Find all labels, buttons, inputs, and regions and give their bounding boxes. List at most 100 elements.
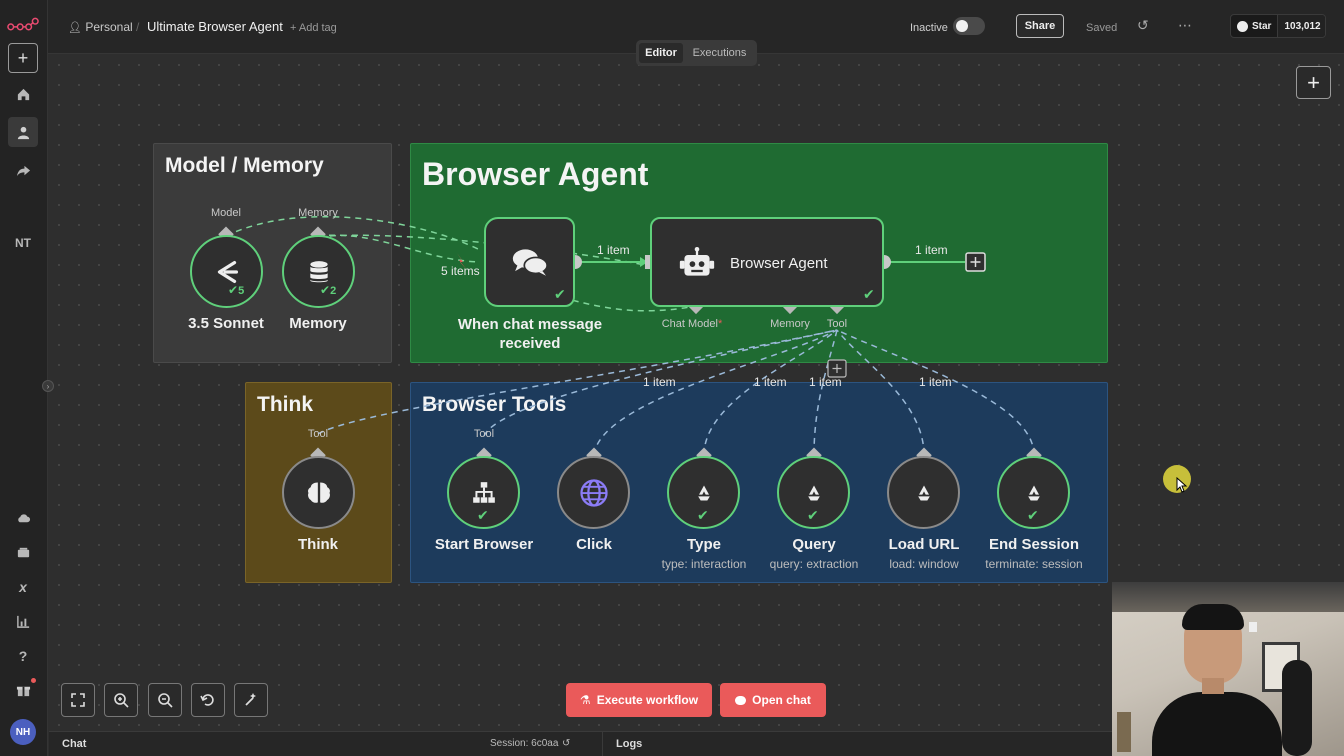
cloud-button[interactable] — [8, 503, 38, 533]
n8n-logo[interactable] — [6, 10, 40, 40]
robot-icon — [679, 247, 715, 276]
reset-zoom-button[interactable] — [191, 683, 225, 717]
success-check-icon: ✔ — [697, 507, 709, 523]
open-chat-button[interactable]: Open chat — [720, 683, 826, 717]
github-icon — [1237, 20, 1248, 32]
flask-icon: ⚗︎ — [579, 693, 591, 707]
webcam-person-body — [1152, 692, 1282, 756]
node-label: Think — [298, 536, 338, 553]
avatar[interactable]: NH — [10, 719, 36, 745]
project-nt[interactable]: NT — [15, 236, 31, 250]
node-label: 3.5 Sonnet — [188, 315, 264, 332]
open-chat-label: Open chat — [752, 693, 811, 707]
node-label: Memory — [289, 315, 347, 332]
port-label-memory: Memory — [298, 207, 338, 219]
node-chat-trigger[interactable]: ✔ — [484, 217, 575, 307]
webcam-person-hair — [1182, 604, 1244, 630]
home-icon — [17, 88, 29, 100]
add-tag-link[interactable]: + Add tag — [290, 22, 337, 34]
group-title: Browser Tools — [422, 393, 567, 416]
node-load-url[interactable] — [887, 456, 960, 529]
tidy-up-button[interactable] — [234, 683, 268, 717]
port-label-model: Model — [211, 207, 241, 219]
shared-button[interactable] — [8, 155, 38, 185]
webcam-overlay — [1112, 582, 1344, 756]
success-check-icon: ✔ — [807, 507, 819, 523]
github-star-button[interactable]: Star 103,012 — [1230, 14, 1326, 38]
group-title: Browser Agent — [422, 156, 649, 192]
node-label: End Session — [988, 536, 1080, 553]
node-subtitle: type: interaction — [661, 557, 747, 571]
node-browser-agent[interactable]: Browser Agent ✔ — [650, 217, 884, 307]
chart-icon — [16, 615, 29, 628]
zoom-out-icon — [158, 693, 173, 708]
port-label-memory: Memory — [770, 318, 810, 330]
fullscreen-icon — [71, 693, 85, 707]
variable-icon: x — [19, 579, 27, 595]
node-3-5-sonnet[interactable]: ✔5 — [190, 235, 263, 308]
n8n-logo-icon — [7, 17, 39, 31]
port-label-chat-model: Chat Model* — [661, 318, 723, 330]
personal-button[interactable] — [8, 117, 38, 147]
globe-icon — [579, 478, 608, 507]
add-workflow-button[interactable]: + — [8, 43, 38, 73]
database-icon — [309, 260, 328, 282]
fit-view-button[interactable] — [61, 683, 95, 717]
edge-label: 1 item — [754, 375, 787, 389]
recycle-icon — [807, 485, 820, 500]
history-icon[interactable]: ↺ — [1137, 17, 1149, 33]
share-button[interactable]: Share — [1016, 14, 1064, 38]
more-options-icon[interactable]: ⋯ — [1178, 17, 1192, 33]
help-button[interactable]: ? — [8, 641, 38, 671]
add-node-button[interactable]: + — [1296, 66, 1331, 99]
expand-sidebar-button[interactable]: › — [42, 380, 54, 392]
zoom-out-button[interactable] — [148, 683, 182, 717]
logs-panel-tab[interactable]: Logs — [616, 738, 643, 750]
success-check-icon: ✔ — [554, 286, 566, 302]
edge-label: 1 item — [597, 243, 630, 257]
success-check-icon: ✔5 — [228, 283, 245, 297]
active-toggle[interactable] — [953, 17, 985, 35]
webcam-microphone — [1282, 660, 1312, 756]
node-click[interactable] — [557, 456, 630, 529]
node-query[interactable]: ✔ — [777, 456, 850, 529]
node-end-session[interactable]: ✔ — [997, 456, 1070, 529]
chat-panel-tab[interactable]: Chat — [62, 738, 87, 750]
node-subtitle: load: window — [889, 557, 959, 571]
undo-icon — [200, 694, 214, 706]
edge-label: 1 item — [643, 375, 676, 389]
webcam-wall-object — [1249, 622, 1257, 632]
group-title: Model / Memory — [165, 154, 324, 177]
session-id: Session: 6c0aa — [490, 738, 559, 749]
breadcrumb-project[interactable]: 👤︎ Personal — [68, 20, 133, 35]
whats-new-button[interactable] — [8, 675, 38, 705]
notification-dot — [31, 678, 36, 683]
workflow-name[interactable]: Ultimate Browser Agent — [147, 19, 283, 34]
webcam-person-neck — [1202, 678, 1224, 694]
edge-label: 1 item — [809, 375, 842, 389]
chat-icon — [735, 695, 747, 705]
templates-button[interactable] — [8, 537, 38, 567]
variables-button[interactable]: x — [8, 572, 38, 602]
webcam-lamp — [1117, 712, 1131, 752]
group-model-memory[interactable]: Model / Memory — [153, 143, 392, 363]
tab-editor[interactable]: Editor — [639, 43, 683, 63]
insights-button[interactable] — [8, 606, 38, 636]
breadcrumb-separator: / — [136, 20, 140, 34]
brain-icon — [307, 482, 330, 503]
node-type[interactable]: ✔ — [667, 456, 740, 529]
node-label: Load URL — [888, 536, 960, 553]
status-label: Inactive — [910, 22, 948, 34]
reset-session-icon[interactable]: ↺ — [562, 738, 571, 749]
port-label-tool: Tool — [307, 428, 329, 440]
zoom-in-button[interactable] — [104, 683, 138, 717]
user-icon — [17, 126, 29, 139]
execute-workflow-button[interactable]: ⚗︎ Execute workflow — [566, 683, 712, 717]
node-think[interactable] — [282, 456, 355, 529]
node-start-browser[interactable]: ✔ — [447, 456, 520, 529]
tab-executions[interactable]: Executions — [692, 47, 747, 59]
box-icon — [17, 547, 29, 557]
node-label: Click — [576, 536, 612, 553]
home-button[interactable] — [8, 79, 38, 109]
node-memory[interactable]: ✔2 — [282, 235, 355, 308]
